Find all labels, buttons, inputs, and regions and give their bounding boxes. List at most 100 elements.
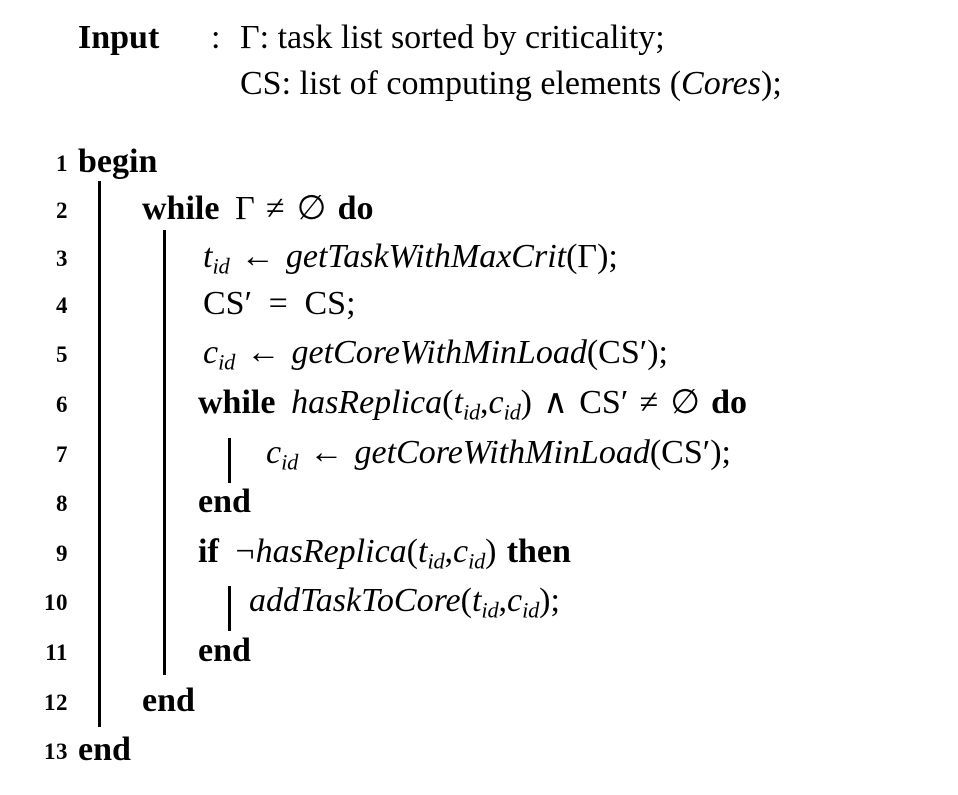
code-row-12: 12 end — [0, 678, 958, 728]
input-header-row-2: CS: list of computing elements (Cores); — [0, 62, 958, 112]
assign-arrow-line7: ← — [309, 434, 344, 471]
var-c-line5: c — [203, 334, 219, 371]
keyword-do-line2: do — [337, 190, 374, 227]
code-line-11: end — [198, 628, 251, 674]
line-number-2: 2 — [56, 198, 68, 223]
semicolon-line5: ; — [658, 334, 668, 371]
keyword-end-line13: end — [78, 731, 131, 768]
fn-getCoreWithMinLoad-line7: getCoreWithMinLoad — [354, 434, 650, 471]
code-row-13: 13 end — [0, 727, 958, 777]
code-row-3: 3 tid ← getTaskWithMaxCrit(Γ); — [0, 234, 958, 284]
gamma-description: : task list sorted by criticality; — [259, 19, 665, 56]
not-operator-line9: ¬ — [235, 533, 255, 570]
line-number-9: 9 — [56, 541, 68, 566]
line-number-12: 12 — [44, 690, 68, 715]
code-line-3: tid ← getTaskWithMaxCrit(Γ); — [203, 234, 618, 290]
neq-operator-line6: ≠ — [639, 384, 659, 421]
code-line-4: CS′ = CS; — [203, 281, 356, 327]
input-keyword: Input — [78, 19, 160, 56]
indent-bar-level-1 — [98, 181, 101, 727]
code-line-7: cid ← getCoreWithMinLoad(CS′); — [266, 430, 731, 486]
and-operator-line6: ∧ — [543, 384, 569, 421]
subscript-id-line7: id — [281, 449, 299, 475]
keyword-then: then — [506, 533, 571, 570]
arg-t-line6: t — [453, 384, 463, 421]
emptyset-line6: ∅ — [670, 384, 700, 421]
subscript-id-t-line10: id — [481, 597, 499, 623]
rparen-line3: ) — [597, 238, 609, 275]
fn-addTaskToCore: addTaskToCore — [249, 582, 461, 619]
line-number-3: 3 — [56, 246, 68, 271]
var-csprime-line6: CS′ — [579, 384, 629, 421]
semicolon-line4: ; — [346, 285, 356, 322]
line-number-4: 4 — [56, 293, 68, 318]
lparen-line6: ( — [442, 384, 454, 421]
code-row-10: 10 addTaskToCore(tid,cid); — [0, 578, 958, 628]
line-number-10: 10 — [44, 590, 68, 615]
var-c-line7: c — [266, 434, 282, 471]
arg-c-line10: c — [506, 582, 523, 619]
subscript-id-c-line10: id — [522, 597, 540, 623]
arg-c-line9: c — [453, 533, 469, 570]
line-number-13: 13 — [44, 739, 68, 764]
fn-getTaskWithMaxCrit: getTaskWithMaxCrit — [285, 238, 567, 275]
arg-csprime-line7: CS′ — [661, 434, 711, 471]
line-number-7: 7 — [56, 442, 68, 467]
arg-t-line9: t — [418, 533, 428, 570]
line-number-8: 8 — [56, 491, 68, 516]
code-line-1: begin — [78, 139, 157, 185]
code-row-7: 7 cid ← getCoreWithMinLoad(CS′); — [0, 430, 958, 480]
neq-operator-line2: ≠ — [265, 190, 285, 227]
arg-c-line6: c — [488, 384, 504, 421]
code-line-10: addTaskToCore(tid,cid); — [249, 578, 560, 634]
code-row-11: 11 end — [0, 628, 958, 678]
indent-bar-level-2 — [163, 230, 166, 675]
code-line-8: end — [198, 479, 251, 525]
subscript-id-t-line6: id — [462, 399, 480, 425]
semicolon-line10: ; — [550, 582, 560, 619]
semicolon-line3: ; — [608, 238, 618, 275]
line-number-5: 5 — [56, 342, 68, 367]
cs-symbol: CS — [240, 65, 282, 102]
rparen-line7: ) — [710, 434, 722, 471]
code-row-4: 4 CS′ = CS; — [0, 281, 958, 331]
fn-getCoreWithMinLoad-line5: getCoreWithMinLoad — [291, 334, 587, 371]
subscript-id-t-line9: id — [427, 548, 445, 574]
code-row-9: 9 if¬hasReplica(tid,cid)then — [0, 529, 958, 579]
cs-description-pre: : list of computing elements ( — [281, 65, 682, 102]
assign-arrow-line3: ← — [240, 238, 275, 275]
arg-csprime-line5: CS′ — [598, 334, 648, 371]
arg-gamma-line3: Γ — [577, 238, 598, 275]
keyword-do-line6: do — [711, 384, 748, 421]
fn-hasReplica-line6: hasReplica — [291, 384, 443, 421]
input-param-cs: CS: list of computing elements (Cores); — [240, 62, 782, 106]
keyword-while-outer: while — [142, 190, 220, 227]
input-header-row-1: Input : Γ: task list sorted by criticali… — [0, 16, 958, 66]
var-csprime-line4: CS′ — [203, 285, 253, 322]
code-line-12: end — [142, 678, 195, 724]
var-cs-line4: CS — [304, 285, 347, 322]
subscript-id-c-line9: id — [468, 548, 486, 574]
subscript-id-line5: id — [218, 349, 236, 375]
lparen-line3: ( — [566, 238, 578, 275]
keyword-if: if — [198, 533, 219, 570]
eq-operator-line4: = — [268, 285, 288, 322]
code-row-5: 5 cid←getCoreWithMinLoad(CS′); — [0, 330, 958, 380]
input-param-gamma: Γ: task list sorted by criticality; — [240, 16, 665, 60]
lparen-line7: ( — [649, 434, 662, 471]
line-number-6: 6 — [56, 392, 68, 417]
keyword-while-inner: while — [198, 384, 276, 421]
subscript-id-line3: id — [212, 253, 230, 279]
semicolon-line7: ; — [721, 434, 731, 471]
var-t-line3: t — [203, 238, 213, 275]
lparen-line5: ( — [586, 334, 599, 371]
line-number-11: 11 — [45, 640, 68, 665]
indent-bar-level-3-line10 — [228, 586, 231, 631]
comma-line6: , — [480, 384, 489, 421]
cores-italic: Cores — [681, 65, 762, 102]
line-number-1: 1 — [56, 151, 68, 176]
comma-line9: , — [444, 533, 454, 570]
rparen-line6: ) — [520, 384, 532, 421]
